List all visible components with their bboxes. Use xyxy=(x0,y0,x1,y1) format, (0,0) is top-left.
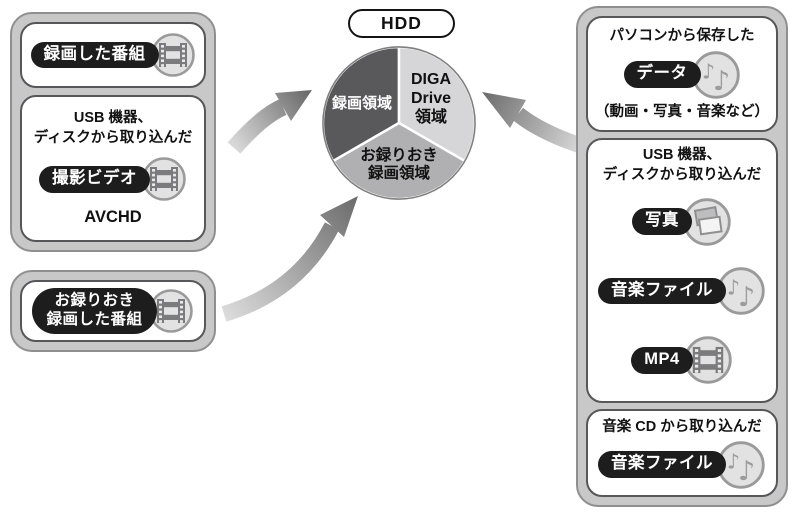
otorioki-recorded-pill: お録りおき 録画した番組 xyxy=(32,287,157,335)
mp4-pill: MP4 xyxy=(631,346,693,374)
group-otorioki-source: お録りおき 録画した番組 xyxy=(10,270,216,352)
arrow-left-bottom-to-hdd xyxy=(221,196,358,322)
arrow-right-to-hdd xyxy=(482,92,585,154)
group-data-sources: パソコンから保存した データ （動画・写真・音楽など） USB 機器、 ディスク… xyxy=(576,6,788,507)
hdd-pie-svg xyxy=(321,45,477,201)
group-broadcast-sources: 録画した番組 USB 機器、 ディスクから取り込んだ 撮影ビデオ AVCHD xyxy=(10,12,216,252)
pie-label-otorioki-area: お録りおき 録画領域 xyxy=(360,147,438,183)
pc-saved-caption: パソコンから保存した xyxy=(609,27,755,44)
card-pc-saved: パソコンから保存した データ （動画・写真・音楽など） xyxy=(586,16,778,132)
card-otorioki-recorded: お録りおき 録画した番組 xyxy=(20,280,206,342)
photo-pill: 写真 xyxy=(632,208,692,236)
arrow-left-top-to-hdd xyxy=(227,90,312,154)
card-usb-imported: USB 機器、 ディスクから取り込んだ 写真 音楽ファイル MP4 xyxy=(586,138,778,403)
cd-imported-caption: 音楽 CD から取り込んだ xyxy=(602,419,762,436)
pie-outline xyxy=(322,46,476,200)
avchd-label: AVCHD xyxy=(84,208,142,227)
recorded-programs-pill: 録画した番組 xyxy=(30,41,159,69)
hdd-label: HDD xyxy=(348,9,455,38)
pie-label-record-area: 録画領域 xyxy=(331,95,392,112)
music-file-row: 音楽ファイル xyxy=(598,266,766,316)
pc-saved-note: （動画・写真・音楽など） xyxy=(595,103,769,120)
mp4-row: MP4 xyxy=(631,335,732,385)
card-cd-imported: 音楽 CD から取り込んだ 音楽ファイル xyxy=(586,409,778,497)
pie-label-diga-drive-area: DIGA Drive 領域 xyxy=(410,71,452,126)
usb-imported-caption: USB 機器、 ディスクから取り込んだ xyxy=(602,147,762,183)
card-recorded-programs: 録画した番組 xyxy=(20,22,206,88)
hdd-pie-chart: 録画領域 DIGA Drive 領域 お録りおき 録画領域 xyxy=(320,44,478,202)
cd-music-file-pill: 音楽ファイル xyxy=(598,451,726,479)
music-file-pill: 音楽ファイル xyxy=(598,277,726,305)
photo-row: 写真 xyxy=(632,197,732,247)
camera-video-pill: 撮影ビデオ xyxy=(39,166,150,193)
card-imported-video: USB 機器、 ディスクから取り込んだ 撮影ビデオ AVCHD xyxy=(20,95,206,242)
imported-video-caption: USB 機器、 ディスクから取り込んだ xyxy=(33,110,193,146)
data-pill: データ xyxy=(623,61,701,88)
